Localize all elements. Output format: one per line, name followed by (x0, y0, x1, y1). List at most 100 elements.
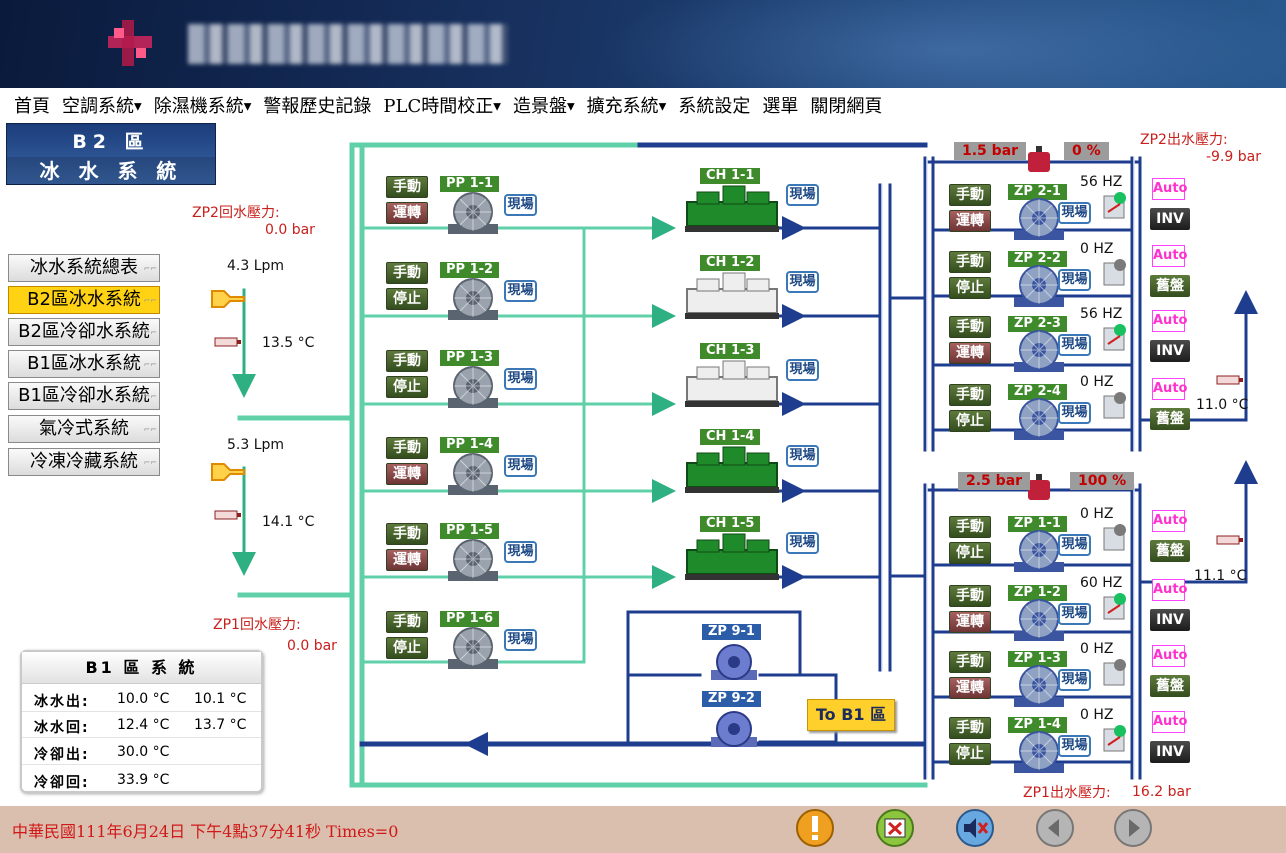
chiller-icon[interactable] (685, 532, 780, 582)
forward-icon[interactable] (1113, 808, 1153, 848)
local-button[interactable]: 現場 (1058, 534, 1091, 556)
drive-button[interactable]: 舊盤 (1150, 275, 1190, 297)
zp-mode-button[interactable]: 手動 (949, 516, 991, 538)
pump-icon[interactable] (1010, 528, 1068, 574)
local-button[interactable]: 現場 (504, 368, 537, 390)
drive-button[interactable]: INV (1150, 208, 1190, 230)
auto-button[interactable]: Auto (1152, 378, 1187, 400)
local-button[interactable]: 現場 (1058, 202, 1091, 224)
back-icon[interactable] (1035, 808, 1075, 848)
zp-mode-button[interactable]: 手動 (949, 251, 991, 273)
chiller-icon[interactable] (685, 184, 780, 234)
local-button[interactable]: 現場 (1058, 269, 1091, 291)
zp-state-button[interactable]: 運轉 (949, 677, 991, 699)
pump-state-button[interactable]: 運轉 (386, 202, 428, 224)
zp1-valve[interactable] (1028, 474, 1050, 500)
pump-icon[interactable] (1010, 263, 1068, 309)
zp-state-button[interactable]: 運轉 (949, 342, 991, 364)
menu-item[interactable]: 擴充系統▼ (587, 92, 667, 118)
local-button[interactable]: 現場 (786, 271, 819, 293)
nav-button[interactable]: B2區冷卻水系統⌐⌐ (8, 318, 160, 346)
local-button[interactable]: 現場 (786, 445, 819, 467)
nav-button[interactable]: B1區冰水系統⌐⌐ (8, 350, 160, 378)
nav-button[interactable]: 冷凍冷藏系統⌐⌐ (8, 448, 160, 476)
nav-button[interactable]: 氣冷式系統⌐⌐ (8, 415, 160, 443)
pump-icon[interactable] (705, 707, 763, 751)
pump-icon[interactable] (444, 537, 502, 583)
to-b1-button[interactable]: To B1 區 (807, 699, 895, 731)
nav-button[interactable]: B1區冷卻水系統⌐⌐ (8, 382, 160, 410)
menu-item[interactable]: 空調系統▼ (62, 92, 142, 118)
pump-icon[interactable] (444, 276, 502, 322)
zp-state-button[interactable]: 運轉 (949, 611, 991, 633)
pump-state-button[interactable]: 運轉 (386, 549, 428, 571)
menu-item[interactable]: 警報歷史記錄 (263, 92, 371, 118)
chiller-icon[interactable] (685, 271, 780, 321)
local-button[interactable]: 現場 (1058, 603, 1091, 625)
drive-button[interactable]: INV (1150, 609, 1190, 631)
local-button[interactable]: 現場 (1058, 402, 1091, 424)
pump-icon[interactable] (1010, 597, 1068, 643)
drive-button[interactable]: INV (1150, 340, 1190, 362)
chiller-icon[interactable] (685, 359, 780, 409)
zp-state-button[interactable]: 停止 (949, 743, 991, 765)
alarm-icon[interactable] (795, 808, 835, 848)
local-button[interactable]: 現場 (786, 532, 819, 554)
zp-mode-button[interactable]: 手動 (949, 585, 991, 607)
pump-state-button[interactable]: 停止 (386, 288, 428, 310)
auto-button[interactable]: Auto (1152, 510, 1187, 532)
drive-button[interactable]: 舊盤 (1150, 675, 1190, 697)
pump-mode-button[interactable]: 手動 (386, 523, 428, 545)
pump-icon[interactable] (444, 364, 502, 410)
drive-button[interactable]: INV (1150, 741, 1190, 763)
pump-icon[interactable] (1010, 196, 1068, 242)
auto-button[interactable]: Auto (1152, 310, 1187, 332)
local-button[interactable]: 現場 (1058, 669, 1091, 691)
pump-state-button[interactable]: 停止 (386, 376, 428, 398)
auto-button[interactable]: Auto (1152, 579, 1187, 601)
pump-state-button[interactable]: 停止 (386, 637, 428, 659)
menu-item[interactable]: 除濕機系統▼ (154, 92, 252, 118)
local-button[interactable]: 現場 (786, 184, 819, 206)
zp-mode-button[interactable]: 手動 (949, 651, 991, 673)
pump-mode-button[interactable]: 手動 (386, 262, 428, 284)
zp-state-button[interactable]: 停止 (949, 542, 991, 564)
local-button[interactable]: 現場 (504, 541, 537, 563)
pump-icon[interactable] (444, 625, 502, 671)
local-button[interactable]: 現場 (504, 629, 537, 651)
local-button[interactable]: 現場 (1058, 735, 1091, 757)
pump-mode-button[interactable]: 手動 (386, 611, 428, 633)
menu-item[interactable]: 關閉網頁 (810, 92, 882, 118)
drive-button[interactable]: 舊盤 (1150, 540, 1190, 562)
pump-state-button[interactable]: 運轉 (386, 463, 428, 485)
chiller-icon[interactable] (685, 445, 780, 495)
close-window-icon[interactable] (875, 808, 915, 848)
zp-mode-button[interactable]: 手動 (949, 316, 991, 338)
menu-item[interactable]: 選單 (762, 92, 798, 118)
pump-icon[interactable] (705, 640, 763, 684)
auto-button[interactable]: Auto (1152, 245, 1187, 267)
pump-icon[interactable] (1010, 396, 1068, 442)
menu-item[interactable]: PLC時間校正▼ (383, 92, 501, 118)
nav-button[interactable]: B2區冰水系統⌐⌐ (8, 286, 160, 314)
nav-button[interactable]: 冰水系統總表⌐⌐ (8, 254, 160, 282)
pump-icon[interactable] (444, 190, 502, 236)
menu-item[interactable]: 造景盤▼ (513, 92, 575, 118)
pump-icon[interactable] (444, 451, 502, 497)
auto-button[interactable]: Auto (1152, 178, 1187, 200)
local-button[interactable]: 現場 (504, 280, 537, 302)
mute-icon[interactable] (955, 808, 995, 848)
zp-state-button[interactable]: 停止 (949, 277, 991, 299)
auto-button[interactable]: Auto (1152, 645, 1187, 667)
pump-mode-button[interactable]: 手動 (386, 350, 428, 372)
drive-button[interactable]: 舊盤 (1150, 408, 1190, 430)
local-button[interactable]: 現場 (786, 359, 819, 381)
zp2-valve[interactable] (1028, 146, 1050, 172)
pump-mode-button[interactable]: 手動 (386, 176, 428, 198)
local-button[interactable]: 現場 (1058, 334, 1091, 356)
local-button[interactable]: 現場 (504, 194, 537, 216)
zp-mode-button[interactable]: 手動 (949, 717, 991, 739)
zp-mode-button[interactable]: 手動 (949, 384, 991, 406)
menu-item[interactable]: 首頁 (14, 92, 50, 118)
auto-button[interactable]: Auto (1152, 711, 1187, 733)
